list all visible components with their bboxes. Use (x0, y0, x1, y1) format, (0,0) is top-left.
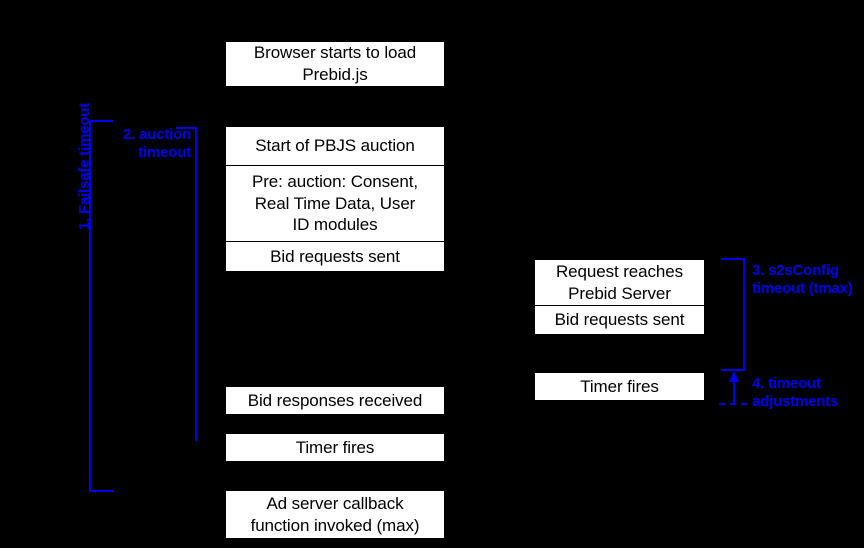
prebid-server-stack: Request reaches Prebid Server Bid reques… (534, 259, 705, 335)
s2sconfig-timeout-label: 3. s2sConfig timeout (tmax) (752, 262, 853, 298)
failsafe-timeout-bracket (89, 120, 113, 492)
client-timer-fires-box: Timer fires (225, 433, 445, 462)
s2sconfig-timeout-bracket (721, 258, 745, 371)
request-reaches-server-cell: Request reaches Prebid Server (535, 260, 704, 306)
server-bid-requests-sent-cell: Bid requests sent (535, 306, 704, 334)
server-timer-fires-box: Timer fires (534, 372, 705, 401)
timeout-adjustment-baseline (719, 403, 747, 405)
pre-auction-modules-cell: Pre: auction: Consent, Real Time Data, U… (226, 166, 444, 242)
auction-timeout-label: 2. auction timeout (122, 126, 191, 162)
start-of-pbjs-auction-cell: Start of PBJS auction (226, 127, 444, 166)
browser-starts-box: Browser starts to load Prebid.js (225, 41, 445, 87)
bid-responses-received-box: Bid responses received (225, 386, 445, 415)
pbjs-auction-stack: Start of PBJS auction Pre: auction: Cons… (225, 126, 445, 272)
timeout-adjustment-arrow-icon (729, 371, 739, 404)
ad-server-callback-box: Ad server callback function invoked (max… (225, 490, 445, 539)
bid-requests-sent-cell: Bid requests sent (226, 242, 444, 271)
auction-timeout-bracket (176, 127, 197, 441)
timeout-adjustments-label: 4. timeout adjustments (752, 375, 839, 411)
